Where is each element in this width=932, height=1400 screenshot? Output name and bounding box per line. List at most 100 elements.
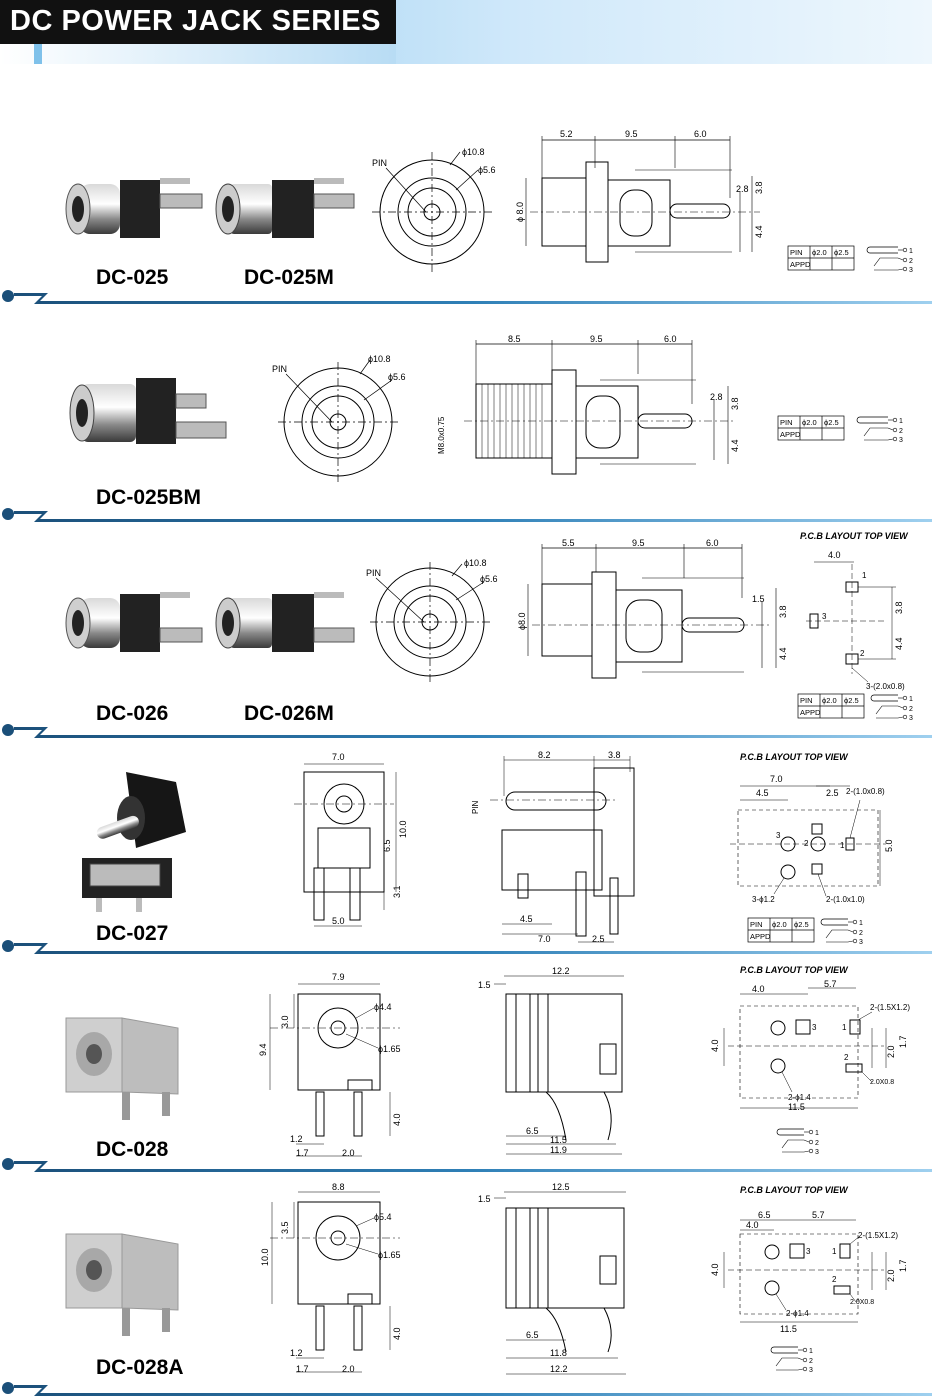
- product-photo-dc025bm: [69, 378, 227, 444]
- pin-label-1: 1: [909, 248, 913, 255]
- dim-h2: 3.0: [280, 1015, 290, 1028]
- dim-b: 1.5: [478, 1194, 491, 1204]
- front-view-drawing: PIN ϕ10.8 ϕ5.6: [366, 558, 498, 684]
- dim-h: 9.4: [258, 1043, 268, 1056]
- dim-f: 3.8: [778, 605, 788, 618]
- pin-table-pin: PIN: [800, 696, 813, 705]
- pcb-w3: 11.5: [780, 1324, 797, 1334]
- product-photo-dc025: [65, 178, 355, 238]
- pin-label-2: 2: [859, 930, 863, 937]
- dim-f: 3.8: [730, 397, 740, 410]
- dim-f: 3.8: [754, 181, 764, 194]
- dim-b: 9.5: [632, 538, 645, 548]
- pin-diagram: 1 2 3: [776, 1128, 819, 1156]
- model-label: DC-027: [96, 922, 169, 945]
- dim-top: 8.8: [332, 1182, 345, 1192]
- pcb-h: 4.0: [710, 1039, 720, 1052]
- dim-e: 2.5: [592, 934, 605, 944]
- pcb-n1: 1: [840, 841, 845, 850]
- pin-table-pin: PIN: [780, 418, 793, 427]
- dim-outer: ϕ10.8: [462, 147, 485, 157]
- pcb-n1: 1: [842, 1023, 847, 1032]
- dim-d: ϕ8.0: [517, 612, 527, 630]
- pin-table-appd: APPD: [790, 260, 811, 269]
- pcb-w2: 5.7: [824, 979, 837, 989]
- page-header: DC POWER JACK SERIES: [0, 0, 932, 64]
- pin-label-3: 3: [909, 267, 913, 274]
- dim-a: 8.5: [508, 334, 521, 344]
- pin-table-appd: APPD: [780, 430, 801, 439]
- model-label: DC-025BM: [96, 486, 202, 509]
- pcb-note1: 2-(1.5X1.2): [870, 1003, 910, 1012]
- pcb-n2: 2: [804, 839, 809, 848]
- dim-d2: ϕ1.65: [378, 1044, 401, 1054]
- dim-pin: PIN: [366, 568, 381, 578]
- pcb-h: 4.0: [710, 1263, 720, 1276]
- pcb-caption: P.C.B LAYOUT TOP VIEW: [740, 1185, 848, 1195]
- pin-table-pin: PIN: [750, 920, 763, 929]
- dim-b: 1.5: [478, 980, 491, 990]
- pin-table-pin: PIN: [790, 248, 803, 257]
- side-view-drawing: 8.5 9.5 6.0 M8.0x0.75 2.8 3.8 4.4: [437, 334, 740, 475]
- pcb-caption: P.C.B LAYOUT TOP VIEW: [740, 965, 848, 975]
- dim-b1: 1.2: [290, 1348, 303, 1358]
- dim-top: 7.9: [332, 972, 345, 982]
- dim-outer: ϕ10.8: [368, 354, 391, 364]
- model-label: DC-026M: [244, 702, 334, 725]
- product-photo-dc026: [65, 592, 355, 652]
- pin-label-3: 3: [909, 715, 913, 722]
- dim-inner: ϕ5.6: [388, 372, 406, 382]
- side-view-drawing: 5.5 9.5 6.0 ϕ8.0 1.5 3.8 4.4: [517, 538, 788, 679]
- pcb-caption: P.C.B LAYOUT TOP VIEW: [740, 752, 848, 762]
- pcb-v2: 1.7: [898, 1259, 908, 1272]
- pin-label-3: 3: [899, 437, 903, 444]
- pcb-w1: 4.0: [746, 1220, 759, 1230]
- pcb-n1: 1: [862, 571, 867, 580]
- pcb-layout-drawing: 7.0 4.5 2.5 5.0 1 2 3 2-(1.0x0.8) 3-ϕ1.2…: [730, 774, 894, 904]
- section-dc025: DC-025 DC-025M PIN ϕ10.8 ϕ5.6 5.2 9.5: [0, 120, 932, 310]
- pcb-note3: 2-ϕ1.4: [788, 1093, 811, 1102]
- dim-e: 1.5: [752, 594, 765, 604]
- section-dc026: DC-026 DC-026M PIN ϕ10.8 ϕ5.6 5.5 9.5: [0, 528, 932, 738]
- pcb-n3: 3: [776, 831, 781, 840]
- pcb-w2: 5.7: [812, 1210, 825, 1220]
- pcb-v1: 2.0: [886, 1269, 896, 1282]
- dim-w: 5.0: [332, 916, 345, 926]
- dim-e: 11.9: [550, 1145, 567, 1155]
- side-view-drawing: 8.2 3.8 PIN 4.5 7.0 2.5: [471, 750, 635, 944]
- dim-a: 12.2: [552, 966, 570, 976]
- pcb-note: 3-(2.0x0.8): [866, 682, 905, 691]
- pcb-h: 5.0: [884, 839, 894, 852]
- pin-label-2: 2: [909, 706, 913, 713]
- pin-label-3: 3: [809, 1367, 813, 1374]
- title-strip: [0, 44, 396, 64]
- pin-diagram: 1 2 3: [770, 1346, 813, 1374]
- dim-e: 2.8: [736, 184, 749, 194]
- pcb-v2: 4.4: [894, 637, 904, 650]
- dim-pin: PIN: [272, 364, 287, 374]
- dim-top: 7.0: [332, 752, 345, 762]
- front-view-drawing: 7.0 10.0 6.5 3.1 5.0: [294, 752, 408, 927]
- front-view-drawing: 8.8 10.0 3.5 ϕ5.4 ϕ1.65 4.0 1.2 1.7 2.0: [260, 1182, 402, 1374]
- pin-label-1: 1: [899, 418, 903, 425]
- dim-g: 4.4: [754, 225, 764, 238]
- dim-b2: 1.7: [296, 1148, 309, 1158]
- dim-pin: 4.0: [392, 1113, 402, 1126]
- product-photo-dc028: [65, 1017, 179, 1120]
- dim-c: 6.5: [526, 1330, 539, 1340]
- dim-c: 6.0: [694, 129, 707, 139]
- pin-table-d1: ϕ2.0: [772, 920, 787, 929]
- dim-c: 6.0: [664, 334, 677, 344]
- section-divider: [2, 1382, 932, 1396]
- model-label: DC-026: [96, 702, 169, 725]
- front-view-drawing: 7.9 9.4 3.0 ϕ4.4 ϕ1.65 4.0 1.2 1.7 2.0: [258, 972, 402, 1158]
- dim-h3: 3.1: [392, 885, 402, 898]
- dim-d: ϕ 8.0: [515, 202, 525, 222]
- product-photo-dc027: [82, 772, 186, 912]
- dim-d2: ϕ1.65: [378, 1250, 401, 1260]
- dim-pin: 4.0: [392, 1327, 402, 1340]
- pcb-n1: 1: [832, 1247, 837, 1256]
- pcb-n2: 2: [832, 1275, 837, 1284]
- section-dc025bm: DC-025BM PIN ϕ10.8 ϕ5.6: [0, 320, 932, 530]
- pcb-note2: 3-ϕ1.2: [752, 895, 775, 904]
